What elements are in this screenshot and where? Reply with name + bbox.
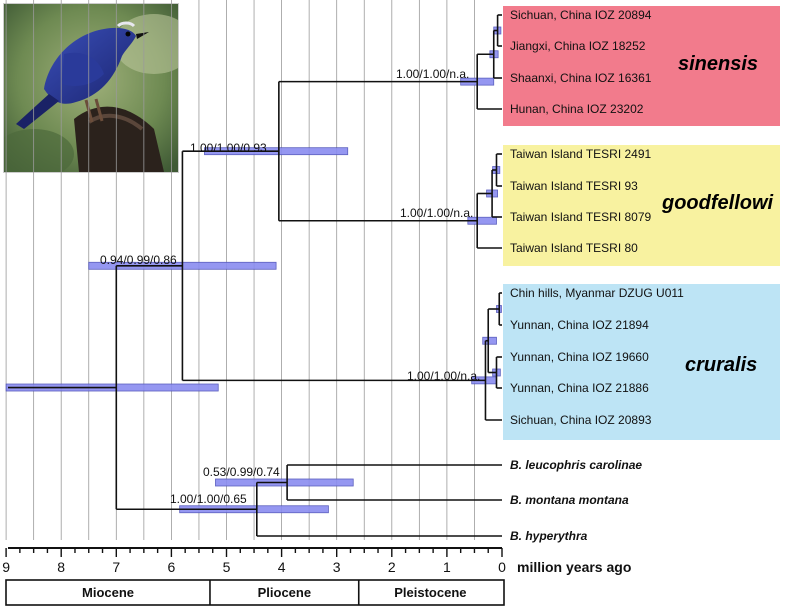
node-support-label: 0.94/0.99/0.86	[100, 253, 177, 267]
node-support-label: 1.00/1.00/n.a.	[407, 369, 480, 383]
tip-label: Shaanxi, China IOZ 16361	[510, 71, 652, 85]
tip-label: Taiwan Island TESRI 80	[510, 241, 638, 255]
tip-label: Yunnan, China IOZ 21886	[510, 381, 649, 395]
node-support-label: 0.53/0.99/0.74	[203, 465, 280, 479]
tip-label: Taiwan Island TESRI 8079	[510, 210, 652, 224]
node-support-label: 1.00/1.00/0.65	[170, 492, 247, 506]
tip-label: Yunnan, China IOZ 21894	[510, 318, 649, 332]
hpd-bar	[482, 336, 497, 345]
epoch-label: Pliocene	[258, 585, 311, 600]
epoch-label: Pleistocene	[394, 585, 466, 600]
tip-label: B. hyperythra	[510, 529, 588, 543]
bird-illustration	[4, 4, 178, 172]
tip-label: Sichuan, China IOZ 20894	[510, 8, 652, 22]
clade-box-goodfellowi	[503, 145, 780, 266]
axis-title: million years ago	[517, 559, 631, 575]
tip-label: Yunnan, China IOZ 19660	[510, 350, 649, 364]
tip-label: Sichuan, China IOZ 20893	[510, 413, 652, 427]
clade-box-cruralis	[503, 284, 780, 440]
tip-label: Chin hills, Myanmar DZUG U011	[510, 286, 684, 300]
axis-tick-label: 7	[112, 559, 120, 575]
node-support-label: 1.00/1.00/n.a.	[400, 206, 473, 220]
tip-label: Jiangxi, China IOZ 18252	[510, 39, 646, 53]
node-support-label: 1.00/1.00/0.93	[190, 141, 267, 155]
epoch-label: Miocene	[82, 585, 134, 600]
axis-tick-label: 0	[498, 559, 506, 575]
axis-tick-label: 6	[168, 559, 176, 575]
tip-label: B. montana montana	[510, 493, 629, 507]
bird-photo	[3, 3, 179, 173]
epoch-bar	[5, 579, 505, 606]
node-support-label: 1.00/1.00/n.a.	[396, 67, 469, 81]
tip-label: Hunan, China IOZ 23202	[510, 102, 644, 116]
axis-tick-label: 1	[443, 559, 451, 575]
clade-box-sinensis	[503, 6, 780, 126]
axis-tick-label: 4	[278, 559, 286, 575]
tip-label: Taiwan Island TESRI 93	[510, 179, 638, 193]
clade-label: cruralis	[685, 354, 757, 376]
tip-label: B. leucophris carolinae	[510, 458, 642, 472]
axis-tick-label: 5	[223, 559, 231, 575]
tip-label: Taiwan Island TESRI 2491	[510, 147, 652, 161]
axis-tick-label: 2	[388, 559, 396, 575]
axis-tick-label: 9	[2, 559, 10, 575]
axis-tick-label: 8	[57, 559, 65, 575]
axis-tick-label: 3	[333, 559, 341, 575]
clade-label: goodfellowi	[661, 192, 774, 214]
clade-label: sinensis	[678, 53, 758, 75]
